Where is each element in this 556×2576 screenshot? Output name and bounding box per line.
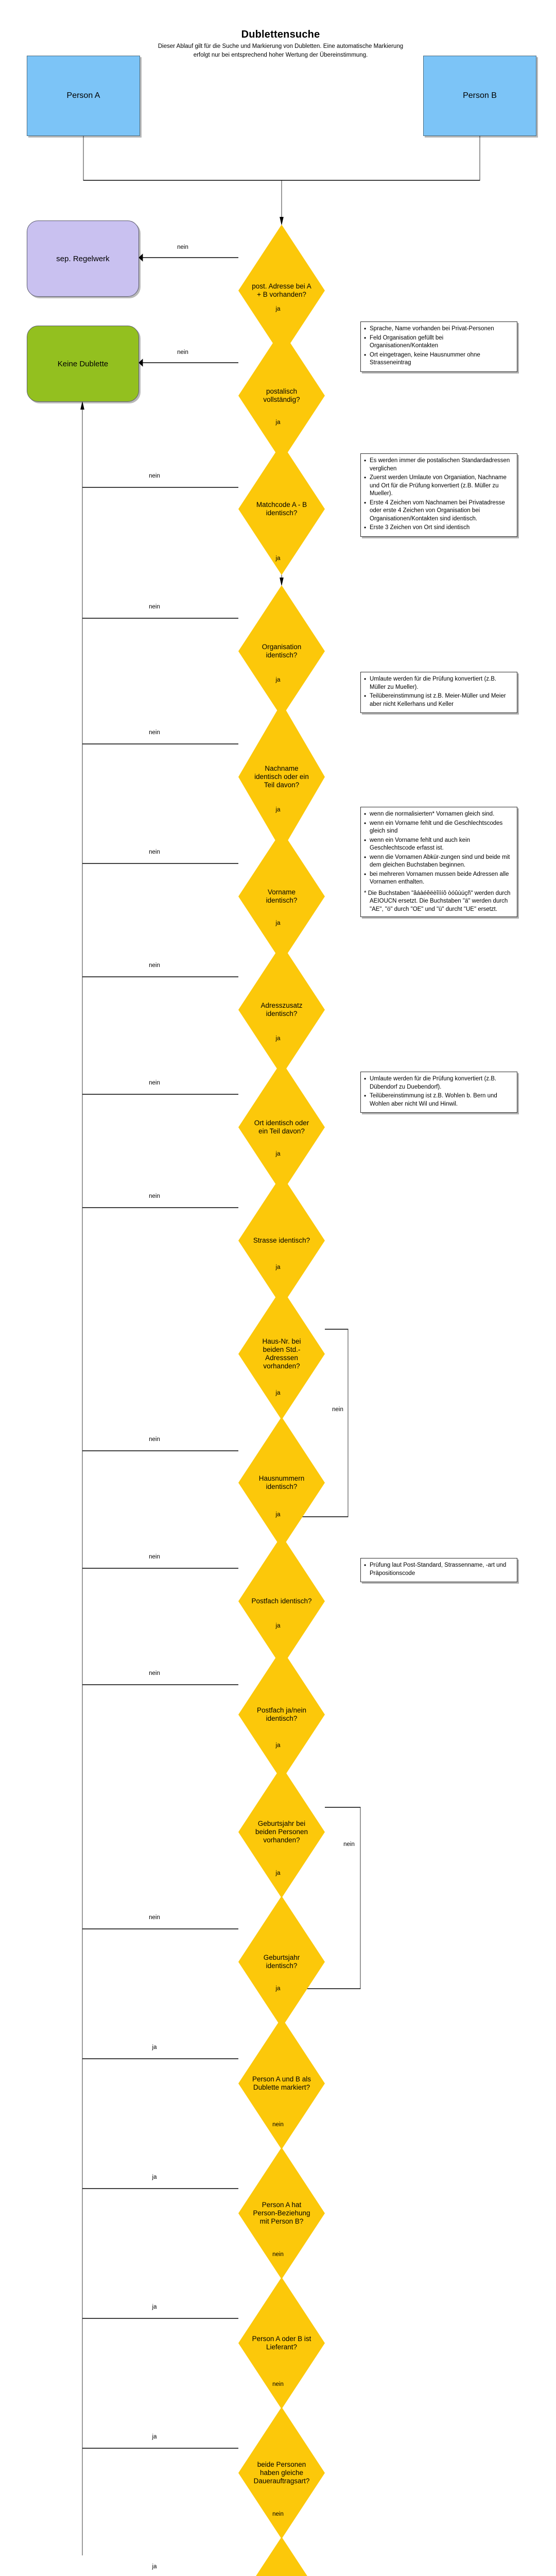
edge-label-ja: ja [275,677,281,683]
edge-label-nein: nein [272,2122,284,2128]
edge-label-ja: ja [275,1264,281,1270]
note-bullet: Umlaute werden für die Prüfung konvertie… [364,675,513,691]
edge-label-ja: ja [275,1151,281,1157]
terminator-person-a[interactable]: Person A [27,56,140,136]
edge-label-ja: ja [275,1512,281,1518]
edge-label-ja: ja [275,419,281,426]
decision-postalisch-label: postalisch vollständig? [263,387,300,403]
edge-label-ja: ja [152,2304,157,2310]
decision-dublette-markiert-label: Person A und B als Dublette markiert? [252,2075,311,2091]
edge-label-ja: ja [152,2564,157,2570]
decision-geburtsjahr-vorhanden-label: Geburtsjahr bei beiden Personen vorhande… [255,1819,308,1844]
edge-label-nein: nein [343,1841,355,1848]
edge-label-ja: ja [275,1986,281,1992]
note-bullet: Umlaute werden für die Prüfung konvertie… [364,1075,513,1091]
note-bullet: wenn die normalisierten* Vornamen gleich… [364,810,513,819]
decision-nachname-label: Nachname identisch oder ein Teil davon? [254,764,309,789]
edge-label-ja: ja [275,807,281,813]
decision-vorname-label: Vorname identisch? [266,888,298,904]
decision-post-adresse-label: post. Adresse bei A + B vorhanden? [252,282,311,298]
decision-adresszusatz-label: Adresszusatz identisch? [260,1001,303,1018]
edge-label-nein: nein [149,730,160,736]
note-footnote: * Die Buchstaben "âáàéêëèîïìíô òóûùúçñ" … [364,890,513,914]
edge-label-ja: ja [275,1390,281,1396]
edge-label-nein: nein [149,604,160,610]
page-title: Dublettensuche [241,29,320,40]
note-bullet: wenn ein Vorname fehlt und die Geschlech… [364,819,513,836]
note-vorname: wenn die normalisierten* Vornamen gleich… [360,807,517,918]
outcome-sep-regelwerk[interactable]: sep. Regelwerk [27,221,139,297]
note-bullet: wenn ein Vorname fehlt und auch kein Ges… [364,836,513,853]
note-matchcode: Es werden immer die postalischen Standar… [360,453,517,537]
note-bullet: Ort eingetragen, keine Hausnummer ohne S… [364,351,513,367]
edge-label-nein: nein [149,1554,160,1560]
edge-label-nein: nein [177,244,188,250]
header-block: Dublettensuche Dieser Ablauf gilt für di… [154,29,407,59]
note-ort: Umlaute werden für die Prüfung konvertie… [360,1072,517,1113]
note-bullet: Sprache, Name vorhanden bei Privat-Perso… [364,325,513,333]
outcome-sep-regelwerk-label: sep. Regelwerk [56,254,110,263]
edge-label-nein: nein [149,1436,160,1443]
edge-label-nein: nein [149,962,160,969]
edge-label-ja: ja [152,2044,157,2050]
note-strasse: Prüfung laut Post-Standard, Strassenname… [360,1558,517,1583]
note-bullet: Teilübereinstimmung ist z.B. Meier-Mülle… [364,692,513,708]
decision-ort-label: Ort identisch oder ein Teil davon? [254,1118,309,1135]
edge-label-nein: nein [149,1914,160,1921]
note-footnote-marker: * [364,890,367,896]
note-nachname: Umlaute werden für die Prüfung konvertie… [360,672,517,714]
decision-hausnr-vorhanden-label: Haus-Nr. bei beiden Std.-Adresssen vorha… [262,1337,301,1370]
edge-label-ja: ja [152,2434,157,2440]
outcome-keine-dublette[interactable]: Keine Dublette [27,326,139,402]
edge-label-nein: nein [149,1670,160,1676]
decision-hausnummern-label: Hausnummern identisch? [258,1474,305,1490]
decision-strasse-label: Strasse identisch? [253,1236,310,1244]
note-bullet: Zuerst werden Umlaute von Organiation, N… [364,473,513,498]
note-bullet: Feld Organisation gefüllt bei Organisati… [364,334,513,350]
edge-label-ja: ja [275,555,281,562]
decision-postfach-label: Postfach identisch? [251,1597,312,1605]
edge-label-nein: nein [149,1080,160,1086]
terminator-person-b-label: Person B [463,91,497,100]
edge-label-ja: ja [275,920,281,926]
decision-postfach-janein-label: Postfach ja/nein identisch? [256,1706,307,1722]
edge-label-nein: nein [177,349,188,355]
decision-matchcode-label: Matchcode A - B identisch? [256,500,307,517]
edge-label-nein: nein [149,849,160,855]
note-bullet: Erste 4 Zeichen vom Nachnamen bei Privat… [364,499,513,523]
edge-label-nein: nein [272,2511,284,2517]
note-footnote-text: Die Buchstaben "âáàéêëèîïìíô òóûùúçñ" we… [368,890,511,912]
edge-label-ja: ja [152,2174,157,2180]
note-bullet: Es werden immer die postalischen Standar… [364,456,513,473]
decision-person-beziehung-label: Person A hat Person-Beziehung mit Person… [253,2200,310,2226]
note-bullet: Teilübereinstimmung ist z.B. Wohlen b. B… [364,1092,513,1108]
terminator-person-a-label: Person A [66,91,100,100]
decision-geburtsjahr-identisch-label: Geburtsjahr identisch? [263,1953,300,1970]
terminator-person-b[interactable]: Person B [423,56,536,136]
edge-label-ja: ja [275,1870,281,1876]
edge-label-nein: nein [149,1193,160,1199]
note-bullet: bei mehreren Vornamen mussen beide Adres… [364,870,513,887]
edge-label-ja: ja [275,1623,281,1629]
decision-organisation-label: Organisation identisch? [262,642,302,659]
edge-label-nein: nein [332,1406,343,1413]
note-bullet: Erste 3 Zeichen von Ort sind identisch [364,523,513,532]
decision-lieferant-label: Person A oder B ist Lieferant? [252,2334,311,2351]
note-bullet: wenn die Vornamen Abkür-zungen sind und … [364,853,513,870]
note-postalisch: Sprache, Name vorhanden bei Privat-Perso… [360,321,517,372]
outcome-keine-dublette-label: Keine Dublette [57,359,109,368]
note-bullet: Prüfung laut Post-Standard, Strassenname… [364,1561,513,1578]
edge-label-nein: nein [272,2381,284,2387]
decision-dauerauftragsart-label: beide Personen haben gleiche Dauerauftra… [253,2460,310,2485]
edge-label-nein: nein [272,2251,284,2258]
edge-label-ja: ja [275,1036,281,1042]
edge-label-ja: ja [275,306,281,312]
edge-label-ja: ja [275,1742,281,1749]
edge-label-nein: nein [149,473,160,479]
page-subtitle: Dieser Ablauf gilt für die Suche und Mar… [158,43,404,58]
